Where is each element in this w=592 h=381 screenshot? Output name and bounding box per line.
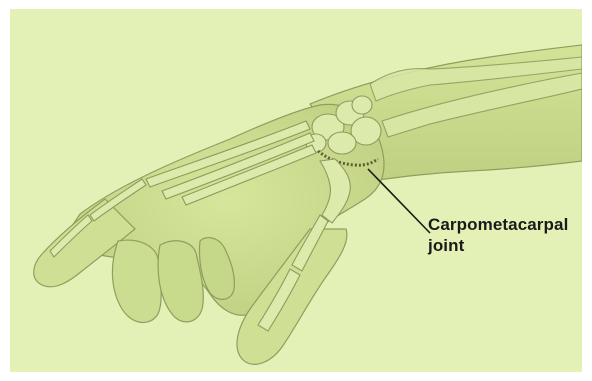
middle-finger (112, 240, 161, 322)
callout-label-line2: joint (428, 236, 464, 256)
illustration-panel (10, 9, 582, 372)
ring-finger (158, 241, 203, 322)
callout-leader-line (368, 169, 430, 233)
callout-label-line1: Carpometacarpal (428, 215, 568, 235)
hand-illustration (10, 9, 582, 372)
